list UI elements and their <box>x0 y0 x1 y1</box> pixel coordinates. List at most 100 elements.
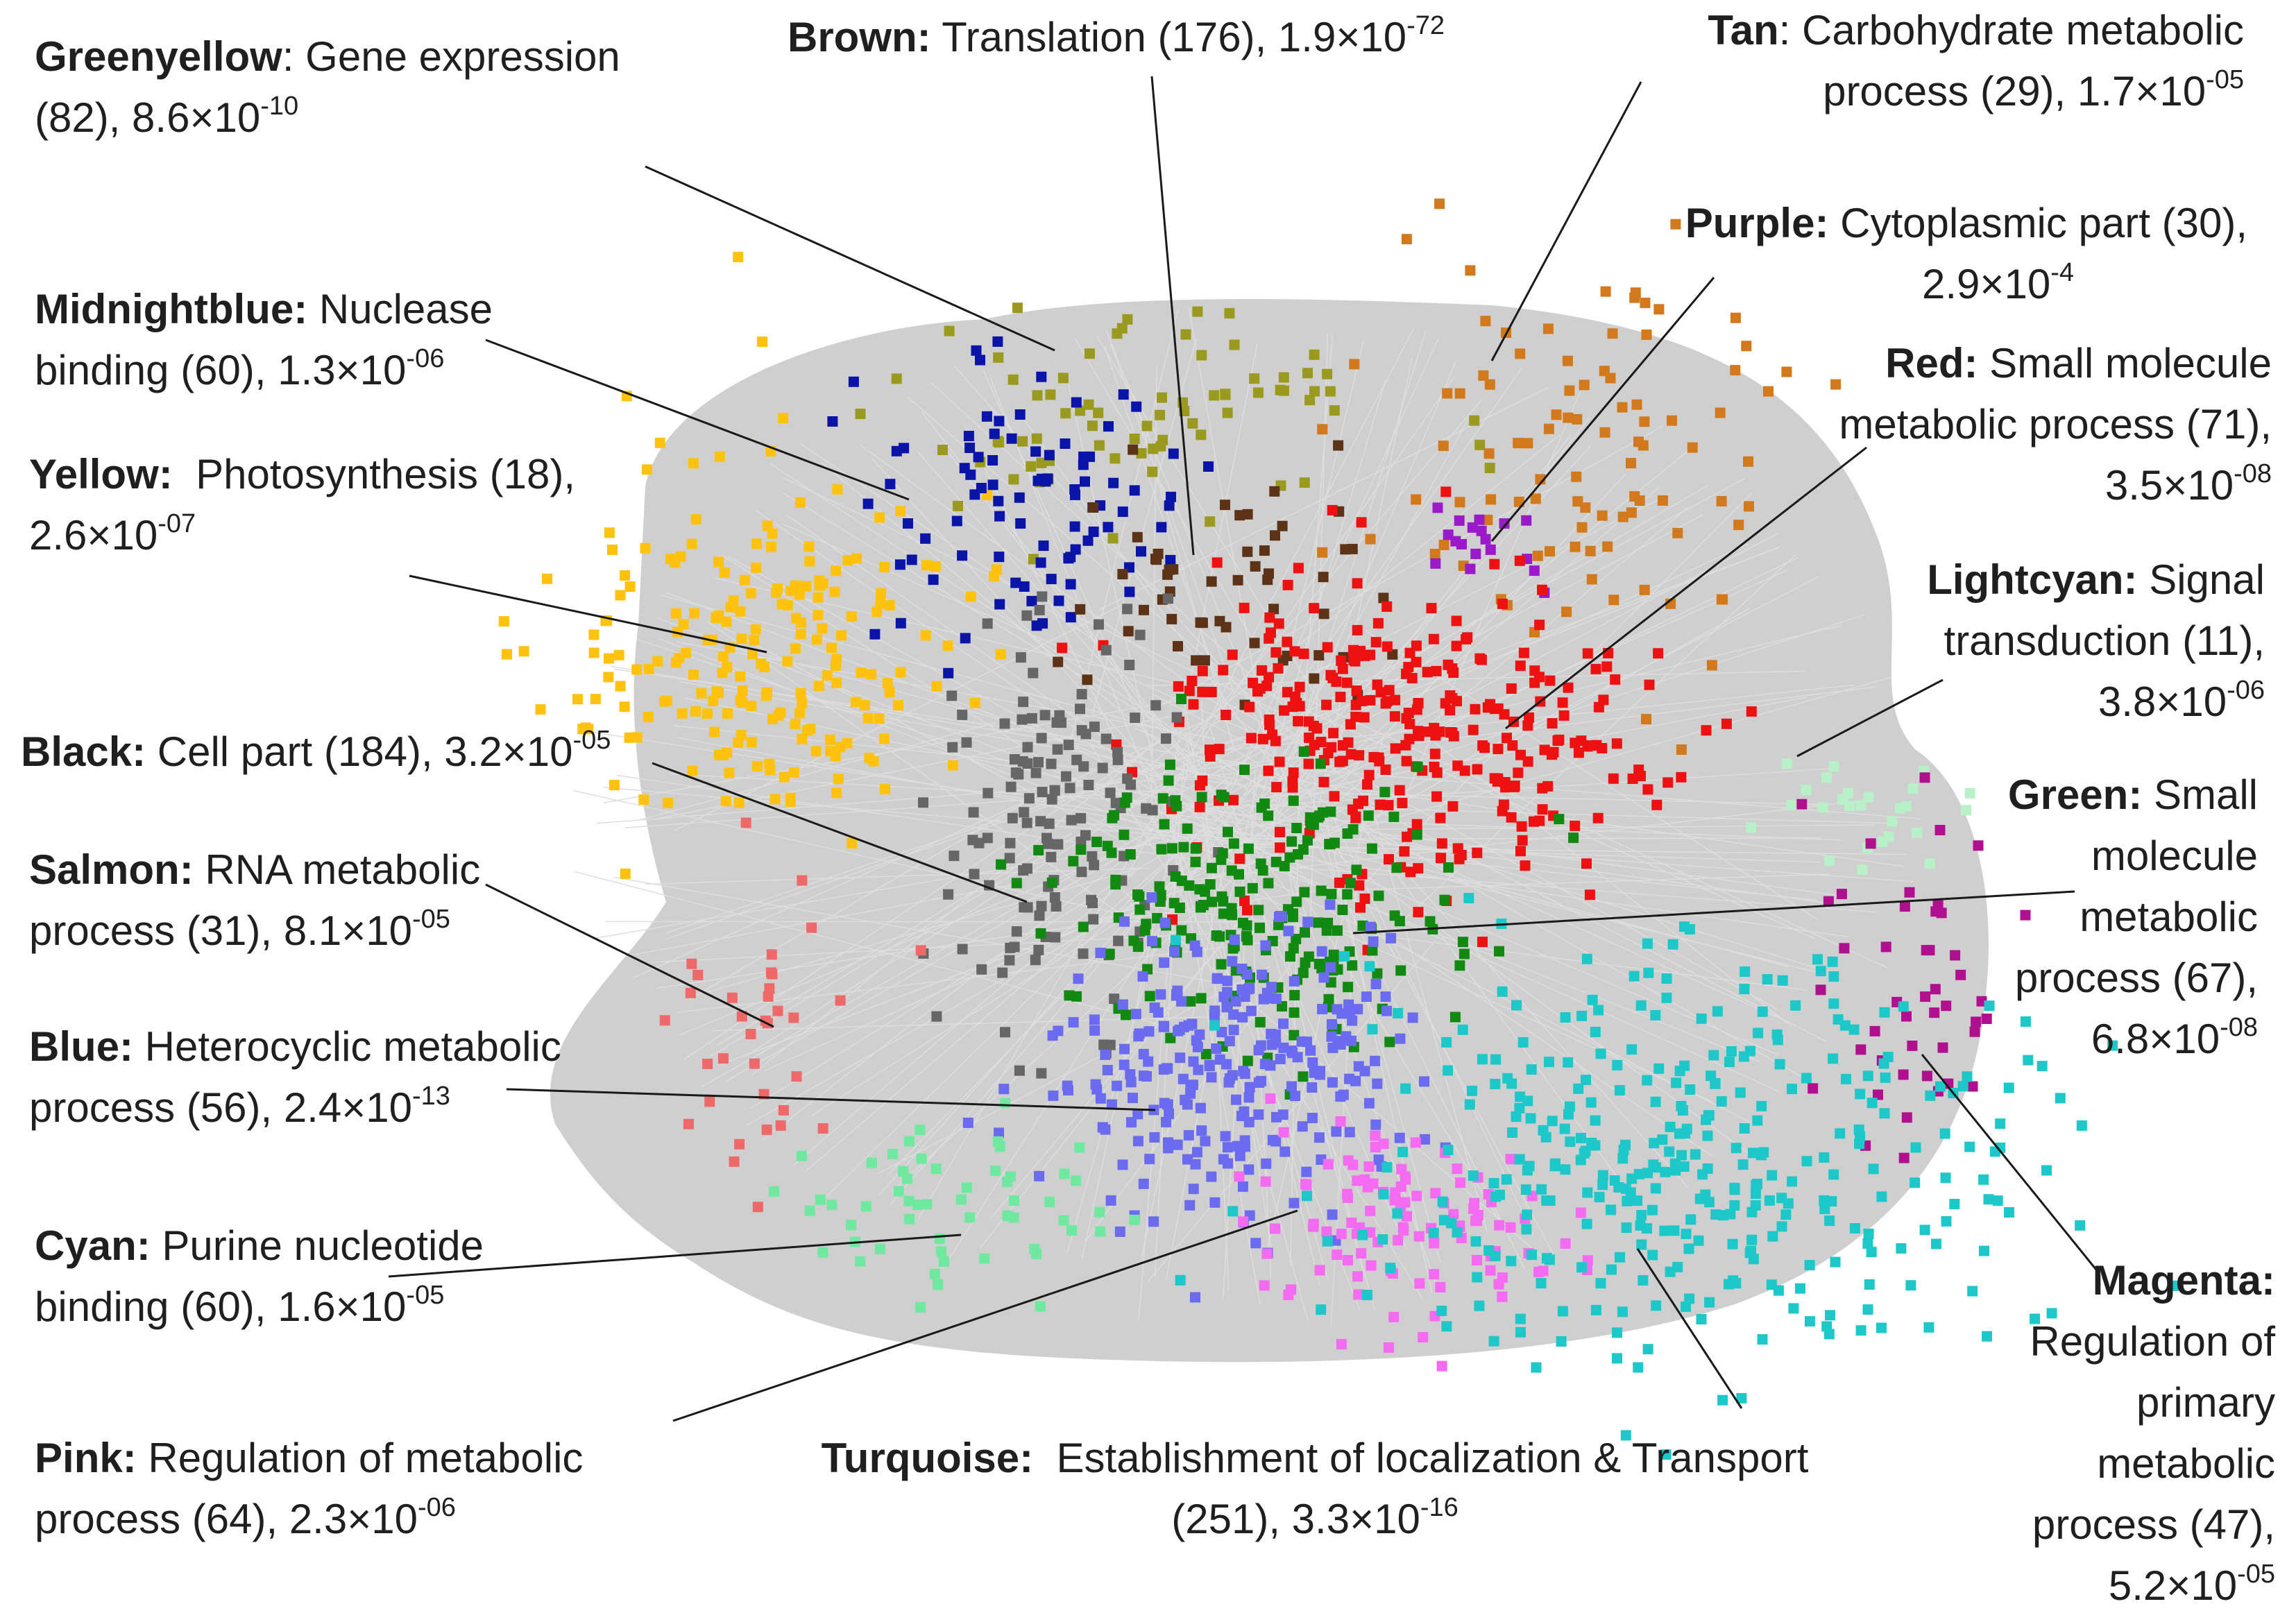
gene-node <box>1766 1279 1777 1290</box>
gene-node <box>1703 1197 1715 1208</box>
gene-node <box>1182 823 1193 834</box>
gene-node <box>1538 1125 1549 1136</box>
gene-node <box>1325 386 1336 397</box>
gene-node <box>1034 604 1045 615</box>
gene-node <box>1532 550 1543 561</box>
gene-node <box>1748 1254 1759 1265</box>
gene-node <box>1447 663 1458 674</box>
gene-node <box>1862 1238 1873 1249</box>
gene-node <box>1288 795 1299 806</box>
gene-node <box>1828 761 1839 772</box>
gene-node <box>1869 1025 1880 1036</box>
gene-node <box>903 1136 915 1147</box>
gene-node <box>1995 1118 2006 1129</box>
gene-node <box>734 1138 745 1150</box>
gene-node <box>847 838 858 849</box>
gene-node <box>868 756 879 767</box>
gene-node <box>931 681 942 692</box>
gene-node <box>1059 1168 1070 1179</box>
gene-node <box>835 742 846 753</box>
network-edge <box>1201 375 1455 741</box>
gene-node <box>1472 764 1483 775</box>
gene-node <box>1830 379 1842 390</box>
network-edge <box>677 939 1286 1014</box>
gene-node <box>1237 1181 1248 1192</box>
gene-node <box>765 765 776 776</box>
gene-node <box>1087 420 1098 432</box>
gene-node <box>1767 1170 1778 1181</box>
gene-node <box>1854 1138 1865 1150</box>
gene-node <box>1537 584 1547 595</box>
gene-node <box>1547 718 1558 729</box>
gene-node <box>1625 1187 1636 1198</box>
gene-node <box>1459 765 1470 776</box>
gene-node <box>1329 837 1340 848</box>
label-yellow: Yellow: Photosynthesis (18), 2.6×10-07 <box>29 451 576 558</box>
network-edge <box>1260 361 1456 828</box>
gene-node <box>1368 936 1379 947</box>
gene-node <box>794 708 805 719</box>
network-edge <box>1401 554 1796 923</box>
gene-node <box>1141 919 1152 930</box>
gene-node <box>1366 1260 1377 1271</box>
gene-node <box>1053 656 1064 667</box>
gene-node <box>1373 890 1384 901</box>
gene-node <box>1347 543 1358 554</box>
gene-node <box>1485 544 1496 555</box>
gene-node <box>1370 1130 1381 1141</box>
gene-node <box>936 1246 946 1257</box>
gene-node <box>1479 742 1490 753</box>
label-blue: Blue: Heterocyclic metabolic process (56… <box>29 1023 561 1131</box>
gene-node <box>790 643 801 654</box>
gene-node <box>1454 515 1465 526</box>
gene-node <box>1636 1210 1647 1220</box>
gene-node <box>1561 606 1572 617</box>
gene-node <box>915 945 926 956</box>
gene-node <box>1297 1121 1308 1132</box>
gene-node <box>643 712 654 722</box>
module-name: Black: <box>21 728 146 775</box>
gene-node <box>1257 969 1268 980</box>
gene-node <box>1212 973 1223 984</box>
module-name: Salmon: <box>29 846 194 893</box>
gene-node <box>1326 889 1337 900</box>
gene-node <box>824 734 835 745</box>
gene-node <box>2020 910 2031 921</box>
gene-node <box>1544 1057 1554 1068</box>
gene-node <box>827 416 838 427</box>
gene-node <box>1710 1209 1721 1220</box>
gene-node <box>1078 459 1089 470</box>
gene-node <box>1311 723 1323 734</box>
gene-node <box>1114 1226 1125 1237</box>
gene-node <box>1223 1077 1234 1088</box>
gene-node <box>866 1157 877 1168</box>
network-edge <box>1150 484 1709 812</box>
gene-node <box>1454 388 1465 399</box>
gene-node <box>1259 545 1270 556</box>
gene-node <box>1030 446 1041 457</box>
gene-node <box>1121 1009 1131 1021</box>
network-edge <box>1066 377 1153 759</box>
network-edge <box>717 641 1247 788</box>
gene-node <box>1669 1225 1680 1236</box>
gene-node <box>1191 946 1202 957</box>
gene-node <box>1291 934 1302 944</box>
gene-node <box>1134 904 1146 915</box>
gene-node <box>1075 604 1086 615</box>
gene-node <box>1125 779 1137 790</box>
gene-node <box>1863 1228 1874 1239</box>
gene-node <box>1332 1004 1343 1015</box>
gene-node <box>1684 1293 1695 1304</box>
gene-node <box>1019 807 1030 818</box>
gene-node <box>1381 601 1393 612</box>
gene-node <box>1756 1100 1767 1111</box>
gene-node <box>805 724 816 735</box>
gene-node <box>769 1186 780 1197</box>
gene-node <box>1322 1236 1333 1247</box>
gene-node <box>1864 1279 1875 1290</box>
gene-node <box>1129 485 1140 496</box>
gene-node <box>1497 598 1508 609</box>
gene-node <box>1048 1090 1059 1101</box>
gene-node <box>1318 608 1329 620</box>
gene-node <box>1661 973 1672 984</box>
